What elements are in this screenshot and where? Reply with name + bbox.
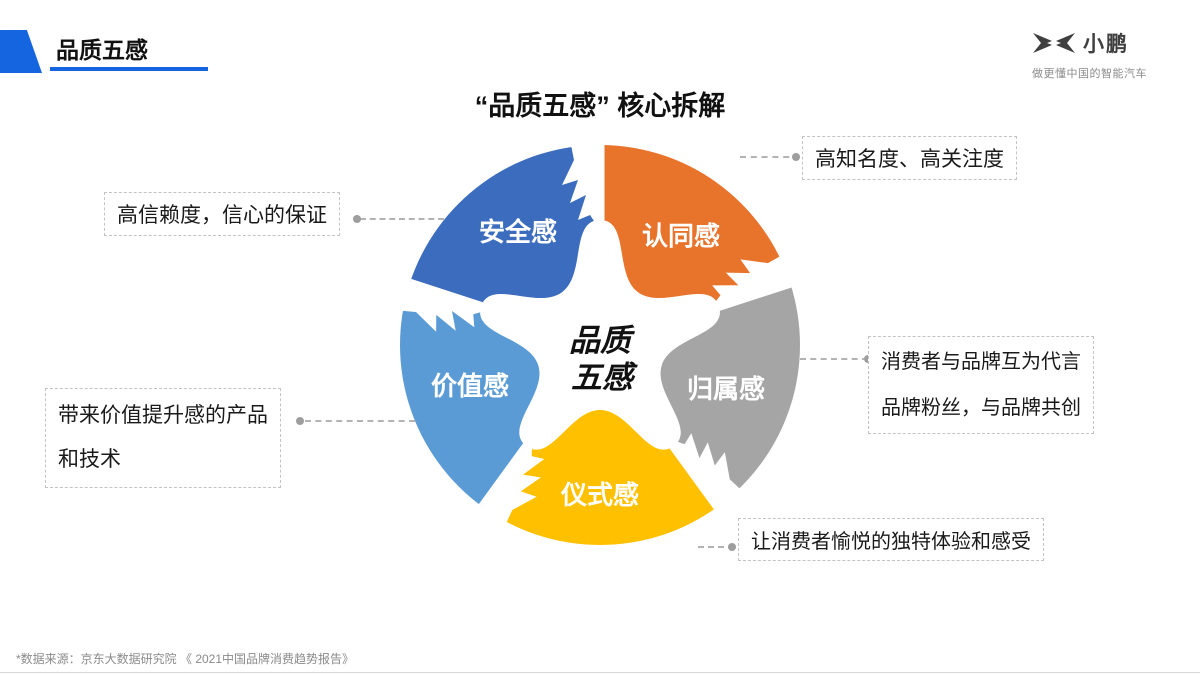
segment-label-recognition: 认同感 — [642, 221, 720, 251]
leader-dot-ritual — [728, 543, 736, 551]
segment-label-ritual: 仪式感 — [560, 480, 639, 510]
brand-name: 小鹏 — [1083, 33, 1129, 56]
leader-line-recognition — [740, 156, 800, 158]
segment-label-value: 价值感 — [431, 371, 509, 401]
callout-ritual: 让消费者愉悦的独特体验和感受 — [738, 518, 1044, 561]
page-title: 品质五感 — [56, 37, 148, 63]
slide-title: “品质五感” 核心拆解 — [474, 91, 726, 121]
center-label-line2: 五感 — [571, 360, 638, 395]
callout-recognition: 高知名度、高关注度 — [802, 136, 1017, 180]
brand-tagline: 做更懂中国的智能汽车 — [1032, 68, 1147, 80]
leader-dot-value — [296, 417, 304, 425]
center-label-line1: 品质 — [569, 323, 635, 358]
brand-row: 小鹏 — [1032, 28, 1182, 58]
leader-dot-recognition — [792, 153, 800, 161]
five-senses-diagram: 安全感 认同感 归属感 仪式感 价值感 品质 五感 — [395, 140, 800, 545]
bottom-divider — [0, 672, 1200, 673]
callout-belonging-line1: 消费者与品牌互为代言 — [881, 351, 1081, 373]
torn-edge-cracks — [395, 140, 795, 529]
crack-belonging — [667, 433, 745, 511]
leader-line-ritual — [698, 546, 734, 548]
callout-safety: 高信赖度，信心的保证 — [104, 192, 340, 236]
crack-recognition — [709, 253, 795, 310]
leader-dot-safety — [353, 215, 361, 223]
leader-line-safety — [360, 218, 444, 220]
leader-line-belonging — [800, 358, 868, 360]
callout-belonging: 消费者与品牌互为代言 品牌粉丝，与品牌共创 — [868, 336, 1094, 434]
segment-ritual — [482, 345, 718, 545]
callout-belonging-line2: 品牌粉丝，与品牌共创 — [881, 397, 1081, 419]
crack-ritual — [479, 438, 545, 529]
segment-label-belonging: 归属感 — [687, 374, 765, 404]
corner-accent-shape — [0, 30, 42, 73]
data-source-note: *数据来源：京东大数据研究院 《 2021中国品牌消费趋势报告》 — [16, 652, 355, 666]
leader-line-value — [305, 420, 415, 422]
crack-safety — [562, 140, 600, 230]
callout-value: 带来价值提升感的产品 和技术 — [45, 388, 281, 488]
brand-block: 小鹏 做更懂中国的智能汽车 — [1032, 28, 1182, 81]
center-star — [480, 220, 720, 450]
callout-value-line1: 带来价值提升感的产品 — [58, 404, 268, 427]
crack-value — [395, 281, 491, 332]
title-underline — [50, 67, 208, 71]
segment-label-safety: 安全感 — [479, 217, 557, 247]
callout-value-line2: 和技术 — [58, 448, 121, 471]
xpeng-logo-icon — [1033, 33, 1075, 53]
